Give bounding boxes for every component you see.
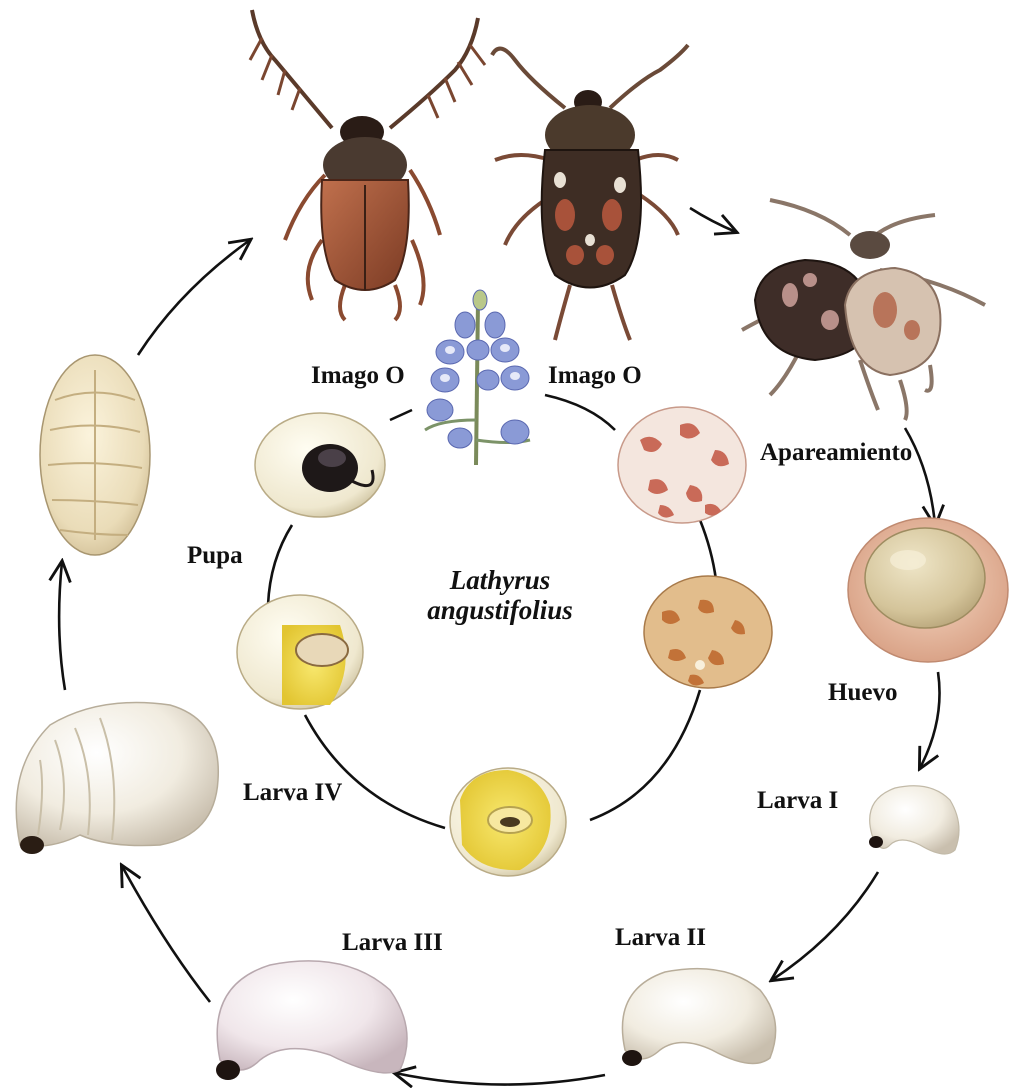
label-larva-2: Larva II (615, 925, 706, 950)
label-pupa: Pupa (187, 543, 243, 568)
larva-2-icon (622, 969, 776, 1066)
beetle-male-icon (250, 10, 485, 320)
seed-spotted-icon (618, 407, 746, 523)
egg-icon (848, 518, 1008, 662)
label-egg: Huevo (828, 680, 897, 705)
label-imago-female: Imago O (548, 363, 642, 388)
seed-emerged-beetle-icon (255, 413, 385, 517)
label-larva-3: Larva III (342, 930, 443, 955)
lathyrus-flower-icon (425, 290, 530, 465)
center-label: Lathyrus angustifolius (400, 565, 600, 625)
label-larva-1: Larva I (757, 788, 838, 813)
larva-4-icon (16, 703, 218, 855)
center-label-line2: angustifolius (400, 595, 600, 625)
larva-3-icon (216, 961, 407, 1080)
label-imago-male: Imago O (311, 363, 405, 388)
seed-mottled-icon (644, 576, 772, 688)
larva-1-icon (869, 786, 959, 854)
center-label-line1: Lathyrus (400, 565, 600, 595)
pupa-icon (40, 355, 150, 555)
seed-bored-left-icon (237, 595, 363, 709)
beetle-female-icon (492, 45, 688, 340)
label-larva-4: Larva IV (243, 780, 342, 805)
label-mating: Apareamiento (760, 440, 912, 465)
seed-bored-bottom-icon (450, 768, 566, 876)
mating-beetles-icon (742, 200, 985, 420)
